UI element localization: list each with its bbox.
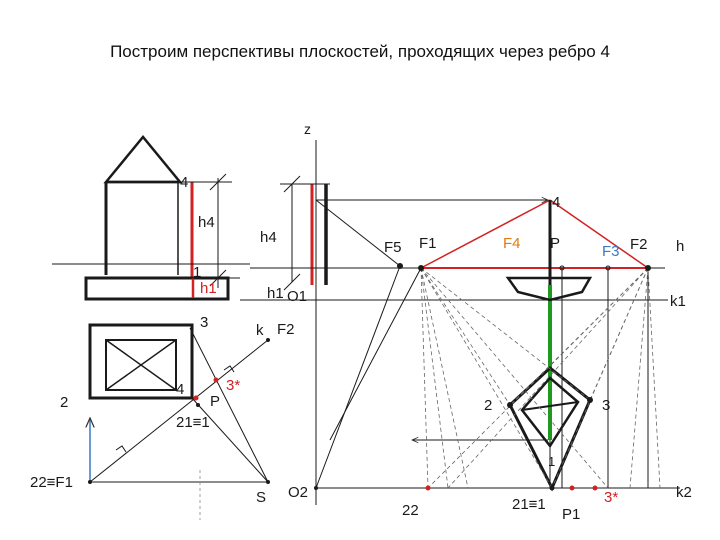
plan-view	[88, 323, 270, 520]
dashed-fan-f2	[427, 267, 661, 489]
line-o1-to-f5	[315, 199, 401, 267]
plan-outer-square	[88, 323, 194, 400]
label-s: S	[256, 489, 266, 506]
label-k: k	[256, 322, 264, 339]
label-1-right: 1	[548, 454, 555, 469]
label-3star-left: 3*	[226, 377, 240, 394]
label-f1: F1	[419, 235, 437, 252]
point-3-right	[587, 397, 593, 403]
plan-inner-square	[105, 339, 177, 391]
label-h1-left: h1	[200, 280, 217, 297]
perspective-view	[240, 199, 680, 492]
dim-tick-a	[209, 173, 227, 191]
roof-triangle	[103, 135, 183, 184]
label-22-bottom: 22	[402, 502, 419, 519]
label-h1-mid: h1	[267, 285, 284, 302]
label-4-right: 4	[552, 194, 560, 211]
right-angle-mark-2	[115, 445, 127, 453]
label-f5: F5	[384, 239, 402, 256]
label-4-top-left: 4	[180, 174, 188, 191]
label-z: z	[304, 121, 311, 137]
red-line-4-f2	[549, 199, 649, 269]
label-h4-left: h4	[198, 214, 215, 231]
point-f1-left	[88, 480, 92, 484]
point-s	[266, 480, 270, 484]
red-line-f1-4	[420, 199, 551, 269]
top-slab-perspective	[505, 276, 593, 302]
line-f5-to-o2	[315, 265, 401, 489]
dim-tick-d	[283, 273, 301, 291]
label-p-left: P	[210, 393, 220, 410]
label-f2-right: F2	[630, 236, 648, 253]
point-3star-bottom	[592, 485, 598, 491]
plan-diagonal-2	[105, 339, 177, 391]
label-3-right: 3	[602, 397, 610, 414]
label-22-f1: 22≡F1	[30, 474, 73, 491]
point-p-left	[193, 395, 199, 401]
point-f3	[605, 265, 611, 271]
point-f1-right	[418, 265, 424, 271]
label-p-right: P	[550, 235, 560, 252]
base-slab	[84, 276, 230, 301]
label-h4-mid: h4	[260, 229, 277, 246]
label-2-right: 2	[484, 397, 492, 414]
label-p1: P1	[562, 506, 580, 523]
point-f2-right	[645, 265, 651, 271]
label-2-left: 2	[60, 394, 68, 411]
point-o2	[314, 486, 318, 490]
ray-to-s-a	[189, 327, 269, 483]
dashed-fan-f1	[420, 267, 609, 489]
point-f5	[397, 263, 403, 269]
perspective-rhombus-inner	[520, 376, 580, 449]
label-1-left: 1	[193, 264, 201, 281]
point-21-bottom	[549, 485, 555, 491]
right-angle-mark-1	[223, 365, 235, 373]
label-h: h	[676, 238, 684, 255]
point-p1	[569, 485, 575, 491]
label-4-plan: 4	[176, 381, 184, 398]
picture-plane-k	[89, 339, 269, 483]
label-3-left: 3	[200, 314, 208, 331]
label-o1: O1	[287, 288, 307, 305]
ray-from-4-to-s	[191, 397, 269, 483]
point-2-right	[507, 402, 513, 408]
labels: z 4 h4 1 h1 h4 h1 O1 3 k F2 2 4 3* P 21≡…	[30, 121, 692, 523]
page-title: Построим перспективы плоскостей, проходя…	[110, 42, 610, 61]
label-21-bottom: 21≡1	[512, 496, 546, 513]
front-view	[52, 135, 250, 301]
label-f4: F4	[503, 235, 521, 252]
label-k2: k2	[676, 484, 692, 501]
rhombus-diag	[521, 401, 579, 411]
point-k	[266, 338, 270, 342]
label-3star-bottom: 3*	[604, 489, 618, 506]
label-o2: O2	[288, 484, 308, 501]
label-f3: F3	[602, 243, 620, 260]
line-f1-down-a	[329, 267, 422, 441]
label-f2-left: F2	[277, 321, 295, 338]
label-k1: k1	[670, 293, 686, 310]
point-21-left	[196, 403, 200, 407]
point-3star-left	[213, 377, 219, 383]
point-22-bottom	[425, 485, 431, 491]
label-21-left: 21≡1	[176, 414, 210, 431]
point-p-right	[559, 265, 565, 271]
